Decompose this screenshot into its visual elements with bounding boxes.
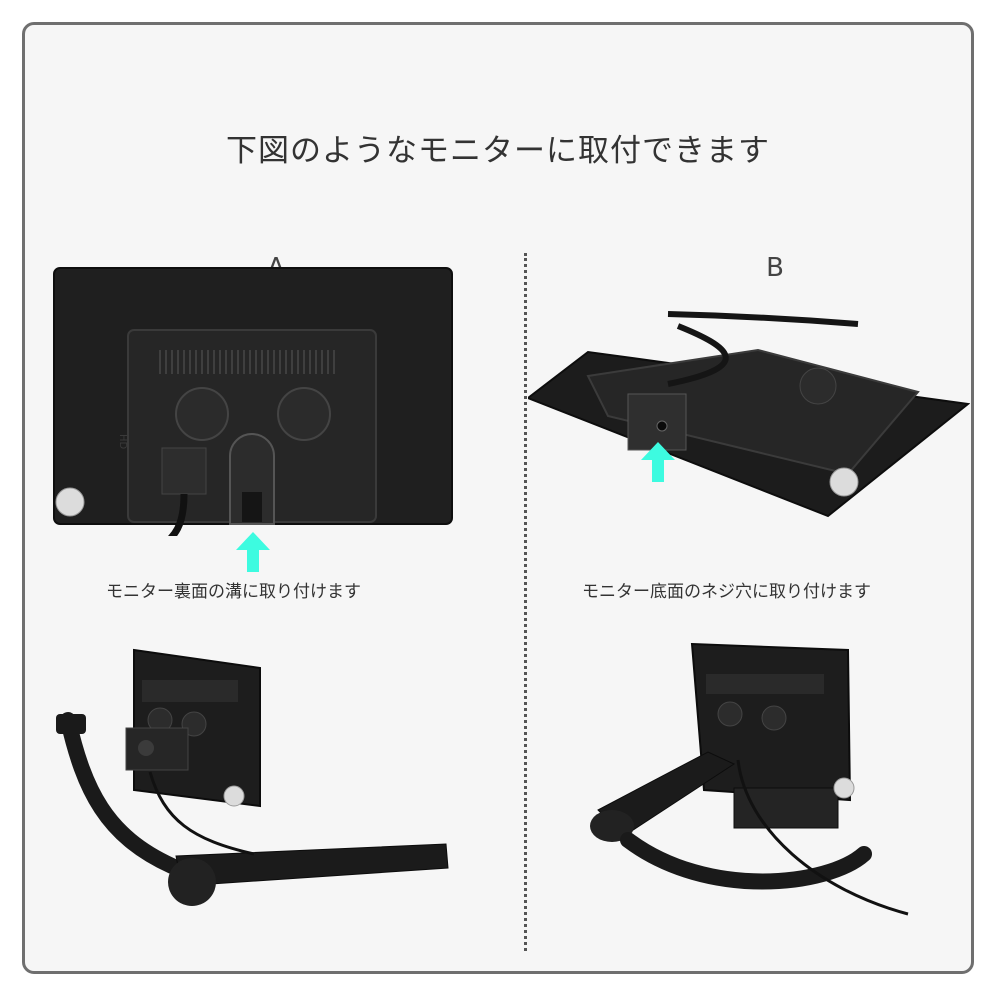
arrow-a [236, 532, 270, 572]
sticker [55, 487, 85, 517]
photo-mount-arm-a [56, 648, 449, 906]
cable [667, 311, 859, 327]
gooseneck [60, 712, 180, 874]
section-b-caption: モニター底面のネジ穴に取り付けます [582, 582, 871, 602]
photo-monitor-bottom-screw [528, 311, 970, 518]
gooseneck [620, 832, 872, 890]
section-b-label: B [766, 253, 784, 283]
arrow-up-icon [641, 442, 675, 482]
mount-base [733, 787, 839, 829]
arrow-b [641, 442, 675, 482]
bottom-mount [627, 393, 687, 451]
speaker-right [277, 387, 331, 441]
section-a-caption: モニター裏面の溝に取り付けます [106, 582, 361, 602]
photo-mount-arm-b [590, 642, 909, 916]
mount-groove [229, 433, 275, 525]
sticker [829, 467, 859, 497]
cable [167, 493, 188, 536]
photo-monitor-rear-groove: HD [53, 267, 453, 536]
arm-bar [175, 843, 449, 887]
connector-plate [161, 447, 207, 495]
vent-grille [159, 350, 335, 374]
speaker [799, 367, 837, 405]
screw-hole [656, 420, 668, 432]
arm-joint [168, 858, 216, 906]
speaker-left [175, 387, 229, 441]
page-title: 下図のようなモニターに取付できます [226, 133, 770, 169]
hd-marking: HD [117, 434, 128, 450]
mount-bracket [125, 727, 189, 771]
arrow-up-icon [236, 532, 270, 572]
dotted-divider [524, 253, 527, 951]
